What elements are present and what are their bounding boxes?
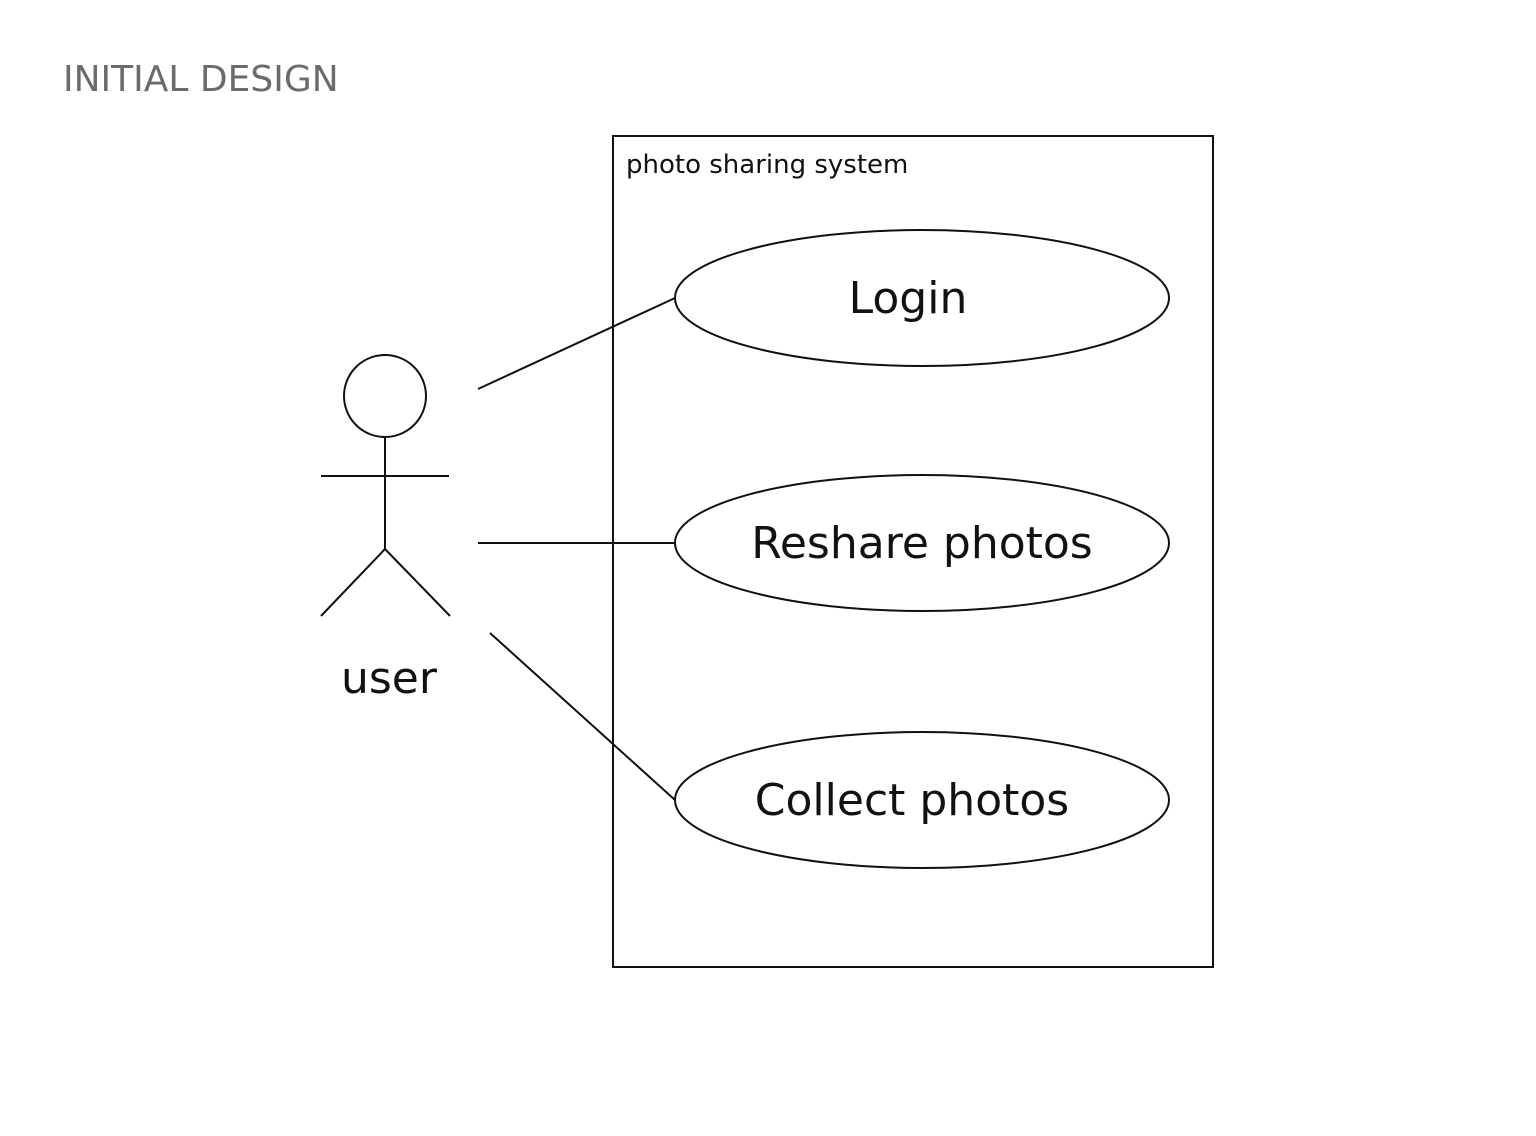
use-case-label: Collect photos	[755, 775, 1069, 826]
use-case-login[interactable]: Login	[674, 229, 1170, 367]
use-case-ellipse	[674, 229, 1170, 367]
actor-label: user	[341, 653, 438, 704]
use-case-ellipse	[674, 474, 1170, 612]
actor-right-leg	[384, 548, 451, 617]
use-case-ellipse	[674, 731, 1170, 869]
use-case-label: Reshare photos	[751, 518, 1092, 569]
actor-user[interactable]: user	[320, 354, 451, 704]
system-boundary-label: photo sharing system	[626, 150, 908, 180]
system-boundary-box	[612, 135, 1214, 968]
use-case-reshare-photos[interactable]: Reshare photos	[674, 474, 1170, 612]
use-case-collect-photos[interactable]: Collect photos	[674, 731, 1170, 869]
actor-left-leg	[320, 548, 386, 617]
system-boundary[interactable]: photo sharing system	[612, 135, 1214, 968]
association-collect-photos[interactable]	[489, 632, 676, 801]
use-case-label: Login	[849, 273, 968, 324]
page-title: INITIAL DESIGN	[63, 59, 339, 100]
association-login[interactable]	[477, 297, 676, 390]
actor-head	[343, 354, 427, 438]
